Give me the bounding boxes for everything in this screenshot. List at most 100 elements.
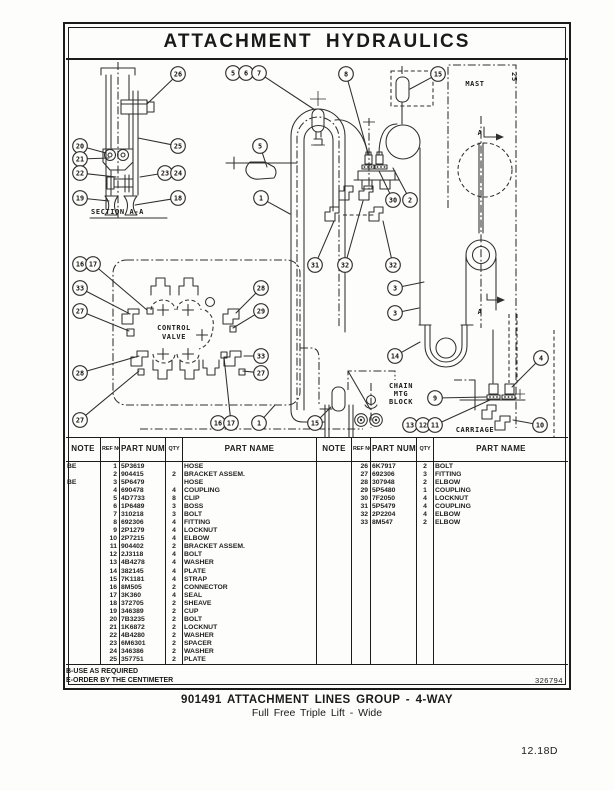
- cell-name: ELBOW: [433, 518, 568, 527]
- cell-name: HOSE: [182, 478, 316, 487]
- col-header-note: NOTE: [66, 438, 101, 462]
- cell-ref: 18: [100, 599, 120, 608]
- hose-loops: [225, 91, 346, 423]
- cell-qty: 4: [165, 534, 183, 543]
- cell-name: FITTING: [433, 470, 568, 479]
- cell-part: 6K7917: [370, 461, 417, 471]
- svg-text:23: 23: [161, 169, 169, 177]
- manifold-block: [324, 118, 421, 326]
- svg-text:28: 28: [257, 284, 265, 292]
- cell-part: 2P7215: [119, 534, 166, 543]
- table-filler: [317, 526, 568, 665]
- cell-qty: 3: [416, 470, 434, 479]
- cell-ref: 1: [100, 461, 120, 471]
- callout-32: 32: [382, 220, 401, 273]
- cell-qty: 2: [165, 623, 183, 632]
- callout-17: 17: [85, 256, 148, 311]
- cell-part: 4B4280: [119, 631, 166, 640]
- caption-title: 901491 ATTACHMENT LINES GROUP - 4-WAY: [181, 694, 453, 706]
- cell-part: 7K1181: [119, 575, 166, 584]
- cell-ref: 28: [351, 478, 371, 487]
- callout-16: 16: [72, 256, 88, 272]
- cell-note: [66, 640, 101, 648]
- cell-note: [66, 486, 101, 494]
- table-header-row: NOTE REF NO PART NUMBER QTY PART NAME: [317, 438, 568, 462]
- callout-26: 26: [146, 66, 186, 105]
- cell-ref: 32: [351, 510, 371, 519]
- cell-note: [66, 632, 101, 640]
- cell-note: [66, 535, 101, 543]
- cell-note: [66, 559, 101, 567]
- cell-note: [66, 494, 101, 502]
- cell-name: SEAL: [182, 591, 316, 600]
- svg-text:16: 16: [214, 419, 222, 427]
- cell-part: 1P6489: [119, 502, 166, 511]
- cell-note: BE: [67, 462, 77, 470]
- callout-3: 3: [387, 280, 425, 296]
- cell-part: 8M505: [119, 583, 166, 592]
- cell-name: SHEAVE: [182, 599, 316, 608]
- cell-qty: 2: [165, 470, 183, 479]
- cell-name: LOCKNUT: [182, 526, 316, 535]
- cell-qty: 4: [165, 486, 183, 495]
- parts-table-left: NOTE REF NO PART NUMBER QTY PART NAME BE…: [66, 438, 317, 665]
- svg-text:25: 25: [174, 142, 182, 150]
- cell-ref: 30: [351, 494, 371, 503]
- cell-part: 310218: [119, 510, 166, 519]
- svg-text:33: 33: [257, 352, 265, 360]
- callout-1: 1: [253, 190, 291, 215]
- hydraulics-diagram: SECTION A-A: [72, 62, 555, 437]
- svg-text:28: 28: [76, 369, 84, 377]
- svg-text:31: 31: [311, 261, 319, 269]
- section-arrow-top-label: A: [478, 129, 483, 137]
- callout-27: 27: [72, 303, 130, 332]
- page-number: 12.18D: [521, 745, 558, 757]
- cell-name: PLATE: [182, 655, 316, 664]
- col-header-ref: REF NO: [100, 438, 120, 462]
- svg-text:10: 10: [536, 421, 544, 429]
- svg-text:11: 11: [431, 421, 439, 429]
- cell-name: HOSE: [182, 461, 316, 471]
- callout-7: 7: [251, 65, 316, 111]
- cell-note: [66, 624, 101, 632]
- cell-part: 5P3619: [119, 461, 166, 471]
- cell-qty: 4: [165, 567, 183, 576]
- chain-label-3: BLOCK: [389, 398, 413, 406]
- svg-text:20: 20: [76, 142, 84, 150]
- cell-ref: 17: [100, 591, 120, 600]
- col-header-part-number: PART NUMBER: [370, 438, 417, 462]
- svg-text:17: 17: [89, 260, 97, 268]
- callout-20: 20: [72, 138, 107, 154]
- callout-15: 15: [409, 66, 446, 90]
- col-header-part-number: PART NUMBER: [119, 438, 166, 462]
- cell-part: 5P5479: [370, 502, 417, 511]
- cell-ref: 8: [100, 518, 120, 527]
- cell-note: [317, 519, 352, 527]
- section-a-a-view: SECTION A-A: [89, 62, 168, 219]
- callout-23: 23: [139, 165, 173, 181]
- cell-ref: 15: [100, 575, 120, 584]
- footnote-b: B-USE AS REQUIRED: [66, 668, 139, 675]
- cell-part: 2P2204: [370, 510, 417, 519]
- cell-name: LOCKNUT: [182, 623, 316, 632]
- svg-text:27: 27: [76, 307, 84, 315]
- cell-note: [66, 575, 101, 583]
- cell-ref: 26: [351, 461, 371, 471]
- col-header-qty: QTY: [416, 438, 434, 462]
- mast-label: MAST: [465, 80, 484, 88]
- col-header-part-name: PART NAME: [182, 438, 316, 462]
- cell-note: [317, 494, 352, 502]
- table-footnotes: B-USE AS REQUIRED E-ORDER BY THE CENTIME…: [66, 664, 568, 688]
- cell-part: 904415: [119, 470, 166, 479]
- svg-text:17: 17: [227, 419, 235, 427]
